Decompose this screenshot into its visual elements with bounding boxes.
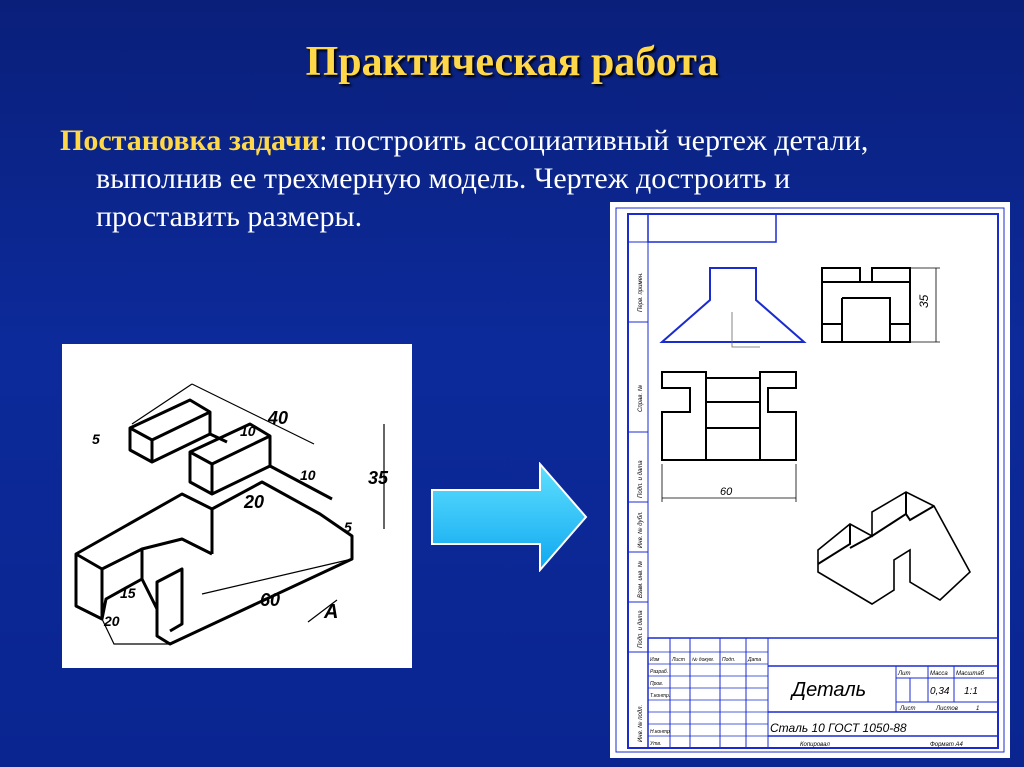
- stamp-row-date: Дата: [747, 657, 761, 663]
- margin-label-3: Подп. и дата: [638, 460, 644, 498]
- margin-label-6: Подп. и дата: [638, 610, 644, 648]
- stamp-material: Сталь 10 ГОСТ 1050-88: [770, 721, 907, 735]
- stamp-row-doc: № докум.: [692, 657, 714, 663]
- dim-5-side: 5: [344, 519, 352, 535]
- task-line1: построить ассоциативный чертеж детали,: [327, 124, 869, 157]
- dim-20-base: 20: [103, 613, 120, 629]
- stamp-sheets: Листов: [935, 706, 958, 712]
- stamp-part-name: Деталь: [790, 679, 866, 701]
- dim-40: 40: [267, 408, 288, 428]
- dim-10-top: 10: [240, 423, 256, 439]
- task-line3: проставить размеры.: [96, 200, 363, 233]
- stamp-row-tkontr: Т.контр.: [650, 693, 670, 699]
- stamp-format: Формат А4: [930, 742, 963, 748]
- margin-label-4: Инв. № дубл.: [637, 511, 644, 548]
- stamp-copied: Копировал: [800, 742, 830, 748]
- stamp-sheets-count: 1: [976, 706, 979, 712]
- isometric-drawing: 40 10 5 10 35 20 5 15 20 60 A: [62, 344, 412, 668]
- task-colon: :: [319, 124, 328, 157]
- stamp-scale: 1:1: [964, 686, 978, 697]
- stamp-row-nkontr: Н.контр.: [650, 729, 671, 735]
- isometric-svg: 40 10 5 10 35 20 5 15 20 60 A: [74, 383, 389, 646]
- slide-title: Практическая работа: [305, 39, 719, 85]
- sheet-dim-35: 35: [917, 294, 931, 308]
- stamp-row-izm: Изм: [650, 657, 660, 663]
- task-lead: Постановка задачи: [60, 124, 320, 157]
- stamp-row-utv: Утв.: [650, 741, 661, 747]
- stamp-lit: Лит: [897, 671, 910, 677]
- stamp-row-razrab: Разраб.: [650, 669, 668, 675]
- stamp-mass: 0,34: [930, 686, 950, 697]
- drawing-sheet: 35 60 Деталь Сталь 10 ГОСТ 1050-88 Лит М…: [610, 202, 1010, 758]
- stamp-scale-header: Масштаб: [956, 671, 985, 677]
- view-label-a: A: [323, 601, 338, 623]
- dim-5-top: 5: [92, 431, 100, 447]
- sheet-svg: 35 60 Деталь Сталь 10 ГОСТ 1050-88 Лит М…: [615, 207, 1005, 753]
- dim-10-side: 10: [300, 467, 316, 483]
- right-arrow-icon: [430, 461, 590, 577]
- stamp-sheet: Лист: [899, 706, 915, 712]
- margin-label-2: Справ. №: [637, 384, 644, 412]
- stamp-row-list: Лист: [671, 657, 685, 663]
- task-line2: выполнив ее трехмерную модель. Чертеж до…: [96, 162, 791, 195]
- dim-15: 15: [120, 585, 136, 601]
- stamp-row-prov: Пров.: [650, 681, 663, 687]
- dim-20: 20: [243, 492, 264, 512]
- margin-label-1: Перв. примен.: [638, 272, 644, 312]
- stamp-mass-header: Масса: [930, 671, 948, 677]
- task-text: Постановка задачи: построить ассоциативн…: [60, 122, 980, 236]
- margin-label-7: Инв. № подл.: [637, 705, 644, 742]
- dim-60: 60: [260, 590, 280, 610]
- margin-label-5: Взам. инв. №: [637, 560, 644, 598]
- dim-35: 35: [368, 468, 389, 488]
- stamp-row-podp: Подп.: [722, 657, 735, 663]
- sheet-dim-60: 60: [720, 486, 733, 498]
